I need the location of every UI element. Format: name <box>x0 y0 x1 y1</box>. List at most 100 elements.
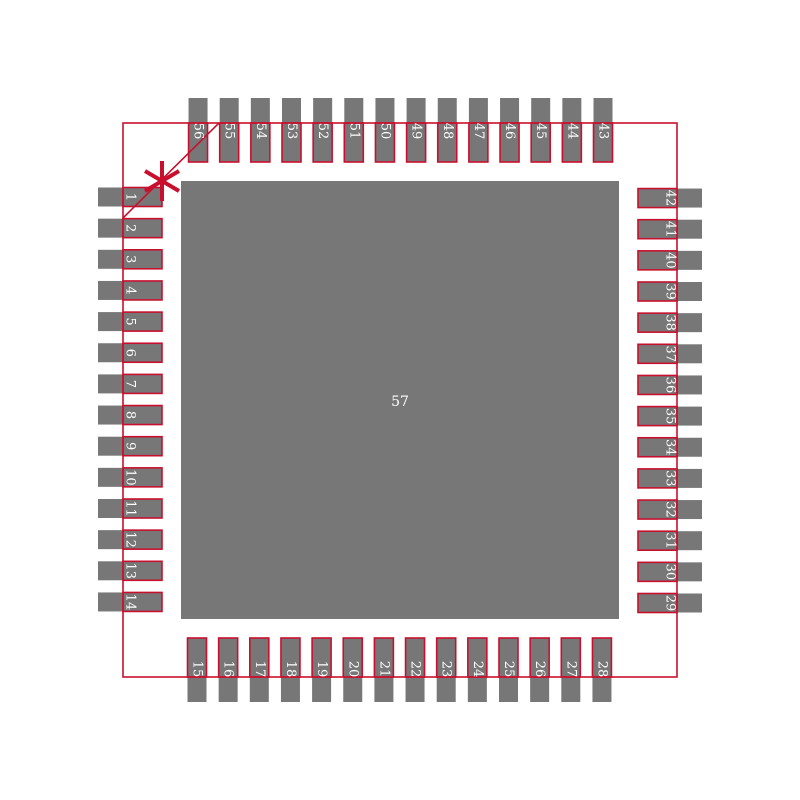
pin1-marker <box>122 122 220 219</box>
pad-49 <box>406 98 426 162</box>
pad-21 <box>374 638 394 702</box>
pad-17 <box>249 638 269 702</box>
pad-5 <box>98 312 162 332</box>
pin-label-34: 34 <box>663 439 678 456</box>
pad-6 <box>98 343 162 363</box>
pad-11 <box>98 499 162 518</box>
pad-51 <box>344 98 364 162</box>
pad-56 <box>188 98 208 162</box>
pad-54 <box>250 98 270 162</box>
pin-label-46: 46 <box>502 123 517 140</box>
pin-label-50: 50 <box>377 123 392 140</box>
pin-label-44: 44 <box>564 123 579 140</box>
pin-label-18: 18 <box>283 661 298 678</box>
pin-label-31: 31 <box>663 532 678 549</box>
pin-label-52: 52 <box>315 123 330 140</box>
pin-label-8: 8 <box>123 411 138 419</box>
exposed-pad-label: 57 <box>391 394 409 410</box>
pad-33 <box>638 468 702 488</box>
pin-label-1: 1 <box>123 193 138 201</box>
pin-label-41: 41 <box>663 221 678 238</box>
pad-45 <box>531 98 551 162</box>
pin-label-47: 47 <box>471 123 486 140</box>
pad-46 <box>500 98 520 162</box>
pad-55 <box>219 98 239 162</box>
pin-label-56: 56 <box>191 123 206 140</box>
pin-label-17: 17 <box>252 661 267 678</box>
pin-label-33: 33 <box>663 470 678 487</box>
pads-layer <box>98 98 702 702</box>
pad-16 <box>218 638 238 702</box>
pad-20 <box>343 638 363 702</box>
pad-28 <box>592 638 612 702</box>
pad-23 <box>436 638 456 702</box>
pin-label-25: 25 <box>501 661 516 678</box>
pin-label-48: 48 <box>440 123 455 140</box>
pad-18 <box>280 638 300 702</box>
pin-label-35: 35 <box>663 408 678 425</box>
pin-label-40: 40 <box>663 252 678 269</box>
pad-30 <box>638 562 702 582</box>
pin-label-27: 27 <box>563 661 578 678</box>
pin-label-12: 12 <box>123 531 138 548</box>
pin-label-55: 55 <box>222 123 237 140</box>
pin-label-7: 7 <box>123 380 138 388</box>
pad-4 <box>98 280 162 300</box>
pad-12 <box>98 530 162 550</box>
pin-label-21: 21 <box>376 661 391 678</box>
pin-label-51: 51 <box>346 123 361 140</box>
pad-35 <box>638 406 702 426</box>
pin-label-19: 19 <box>314 661 329 678</box>
pin-label-15: 15 <box>190 661 205 678</box>
pad-13 <box>98 561 162 581</box>
pad-53 <box>282 98 301 162</box>
pad-48 <box>437 98 457 162</box>
pad-34 <box>638 437 702 457</box>
pad-24 <box>467 638 487 702</box>
asterisk-icon <box>143 161 181 201</box>
pad-25 <box>499 638 518 702</box>
pad-37 <box>638 344 702 364</box>
package-body-outline <box>122 122 678 678</box>
pad-44 <box>562 98 582 162</box>
pad-22 <box>405 638 425 702</box>
pad-15 <box>187 638 207 702</box>
pad-40 <box>638 250 702 270</box>
pad-10 <box>98 467 162 487</box>
pin-label-2: 2 <box>123 224 138 232</box>
pin-label-3: 3 <box>123 255 138 263</box>
pad-19 <box>312 638 332 702</box>
pin-label-24: 24 <box>470 661 485 678</box>
pin-label-10: 10 <box>123 469 138 486</box>
pin-label-49: 49 <box>409 123 424 140</box>
pin-label-32: 32 <box>663 501 678 518</box>
pin-label-42: 42 <box>663 190 678 207</box>
pad-27 <box>561 638 581 702</box>
pin-label-9: 9 <box>123 442 138 450</box>
pad-29 <box>638 593 702 613</box>
pin-label-54: 54 <box>253 123 268 140</box>
pin-label-16: 16 <box>221 661 236 678</box>
pad-42 <box>638 188 702 208</box>
pin-label-37: 37 <box>663 346 678 363</box>
pin-label-23: 23 <box>439 661 454 678</box>
pin-label-20: 20 <box>345 661 360 678</box>
pin-label-30: 30 <box>663 564 678 581</box>
pad-36 <box>638 375 702 395</box>
pin-label-39: 39 <box>663 283 678 300</box>
pad-43 <box>593 98 613 162</box>
pad-7 <box>98 374 162 394</box>
pad-8 <box>98 405 162 425</box>
pad-52 <box>313 98 333 162</box>
pin-label-6: 6 <box>123 349 138 357</box>
pin-label-22: 22 <box>408 661 423 678</box>
pad-32 <box>638 500 702 520</box>
pad-2 <box>98 218 162 238</box>
pin-label-36: 36 <box>663 377 678 394</box>
pin-label-5: 5 <box>123 317 138 325</box>
pad-39 <box>638 282 702 301</box>
pin-label-45: 45 <box>533 123 548 140</box>
pin-label-29: 29 <box>663 595 678 612</box>
pin-label-26: 26 <box>532 661 547 678</box>
pad-31 <box>638 531 702 551</box>
